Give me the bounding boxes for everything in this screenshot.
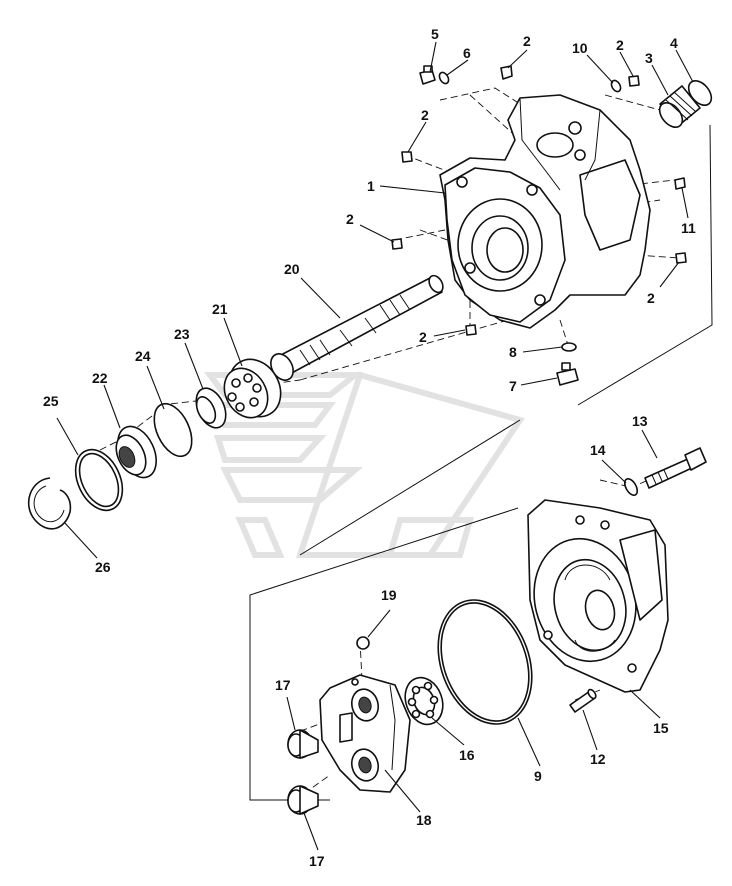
snap-ring-26 [27,477,72,530]
plug-2-e [465,324,477,336]
callout-3: 3 [645,50,653,66]
shaft-20 [270,274,444,381]
o-ring-4 [687,80,713,106]
plug-2-c [401,151,413,163]
o-ring-10 [610,79,622,93]
callout-11: 11 [681,220,696,236]
callout-6: 6 [463,45,471,61]
needle-bearing-16 [404,676,444,726]
plug-17-a [287,729,319,759]
o-ring-6 [438,71,450,85]
o-ring-24 [153,402,193,458]
callout-17: 17 [275,677,291,693]
callout-labels: 1 2 2 2 2 2 2 3 4 5 6 7 8 9 10 11 12 13 … [43,26,696,869]
callout-19: 19 [381,587,397,603]
callout-2: 2 [647,290,655,306]
callout-2: 2 [523,33,531,49]
callout-1: 1 [367,178,375,194]
callout-9: 9 [534,768,542,784]
callout-24: 24 [135,348,151,364]
callout-12: 12 [590,751,606,767]
callout-2: 2 [616,37,624,53]
callout-17: 17 [309,853,325,869]
callout-20: 20 [284,261,300,277]
ball-19 [356,636,370,650]
ring-25 [74,448,124,512]
callout-2: 2 [421,107,429,123]
plug-11 [674,177,686,190]
callout-14: 14 [590,442,606,458]
sleeve-3 [658,85,701,128]
callout-4: 4 [670,35,678,51]
plug-7 [556,362,579,386]
callout-25: 25 [43,393,59,409]
o-ring-8 [561,342,577,352]
plug-2-b [628,75,640,87]
callout-16: 16 [459,747,475,763]
callout-15: 15 [653,720,669,736]
callout-10: 10 [572,40,588,56]
plug-5 [419,65,436,85]
callout-2: 2 [346,211,354,227]
watermark [204,371,525,558]
callout-13: 13 [632,413,648,429]
callout-21: 21 [212,301,228,317]
plug-2-f [675,252,687,264]
callout-2: 2 [419,329,427,345]
o-ring-9 [437,599,533,725]
block-18 [319,674,411,793]
rear-cover-15 [527,499,669,693]
callout-5: 5 [431,26,439,42]
callout-22: 22 [92,370,108,386]
plug-17-b [287,785,319,815]
plug-2-a [500,65,513,80]
oil-seal-22 [115,425,157,479]
callout-23: 23 [174,326,190,342]
washer-14 [623,478,639,496]
callout-26: 26 [95,559,111,575]
callout-7: 7 [509,378,517,394]
callout-18: 18 [416,812,432,828]
leader-lines [56,41,694,851]
callout-8: 8 [509,344,517,360]
roller-bearing-21 [223,358,282,419]
bolt-13 [644,447,707,489]
race-23 [195,387,227,429]
pin-12 [569,688,597,713]
plug-2-d [391,238,403,250]
pump-housing [439,94,651,329]
